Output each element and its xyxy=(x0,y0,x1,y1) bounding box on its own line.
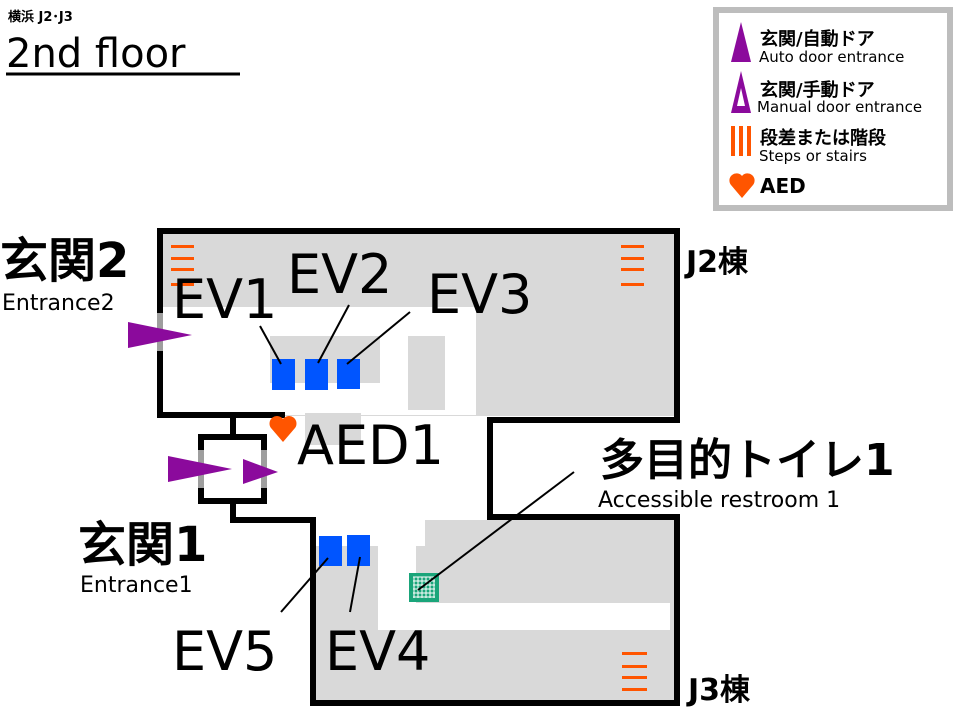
legend-auto-door-ja: 玄関/自動ドア xyxy=(760,28,875,50)
legend-manual-door-en: Manual door entrance xyxy=(757,98,922,116)
entrance1-label-ja: 玄関1 xyxy=(78,517,207,573)
restroom-label-ja: 多目的トイレ1 xyxy=(600,435,895,486)
legend-auto-door-en: Auto door entrance xyxy=(759,48,904,66)
ev3-icon xyxy=(337,359,360,389)
ev5-label: EV5 xyxy=(172,620,277,683)
legend: 玄関/自動ドア Auto door entrance 玄関/手動ドア Manua… xyxy=(713,7,953,211)
stairs-icon xyxy=(622,652,647,691)
elevators xyxy=(272,359,370,566)
legend-box xyxy=(713,7,953,211)
ev2-label: EV2 xyxy=(287,243,392,306)
legend-stairs-ja: 段差または階段 xyxy=(760,127,887,149)
stairs-icon xyxy=(731,126,751,156)
building-j3-label: J3棟 xyxy=(686,673,751,708)
entrance2-label-en: Entrance2 xyxy=(2,291,115,316)
ev1-label: EV1 xyxy=(172,268,277,331)
ev4-icon xyxy=(347,535,370,566)
ev3-label: EV3 xyxy=(427,263,532,326)
entrance1-auto-door-icon xyxy=(168,456,232,482)
legend-manual-door-ja: 玄関/手動ドア xyxy=(760,79,875,101)
aed-heart-icon xyxy=(269,416,297,442)
entrance1-label-en: Entrance1 xyxy=(80,573,193,598)
manual-door-triangle-inner xyxy=(737,88,745,106)
building-j2-label: J2棟 xyxy=(684,245,749,280)
stairs-icon xyxy=(621,245,644,286)
ev2-icon xyxy=(305,359,328,390)
heart-icon xyxy=(729,173,755,198)
leader-lines xyxy=(259,304,575,613)
aed1-label: AED1 xyxy=(297,414,444,477)
building-name: 横浜 J2･J3 xyxy=(8,9,73,25)
ev1-icon xyxy=(272,359,295,390)
floor-title: 2nd floor xyxy=(6,31,186,77)
ev4-label: EV4 xyxy=(325,620,430,683)
entrance2-auto-door-icon xyxy=(128,322,192,348)
stairs-icon xyxy=(171,245,194,286)
entrance1-inner-auto-door-icon xyxy=(243,459,278,484)
legend-stairs-en: Steps or stairs xyxy=(759,147,867,165)
restroom-label-en: Accessible restroom 1 xyxy=(598,488,840,513)
ev5-icon xyxy=(319,536,342,566)
auto-door-triangle-icon xyxy=(731,22,751,62)
entrance2-label-ja: 玄関2 xyxy=(0,233,129,289)
floor-areas xyxy=(163,234,675,700)
legend-aed: AED xyxy=(760,174,806,198)
